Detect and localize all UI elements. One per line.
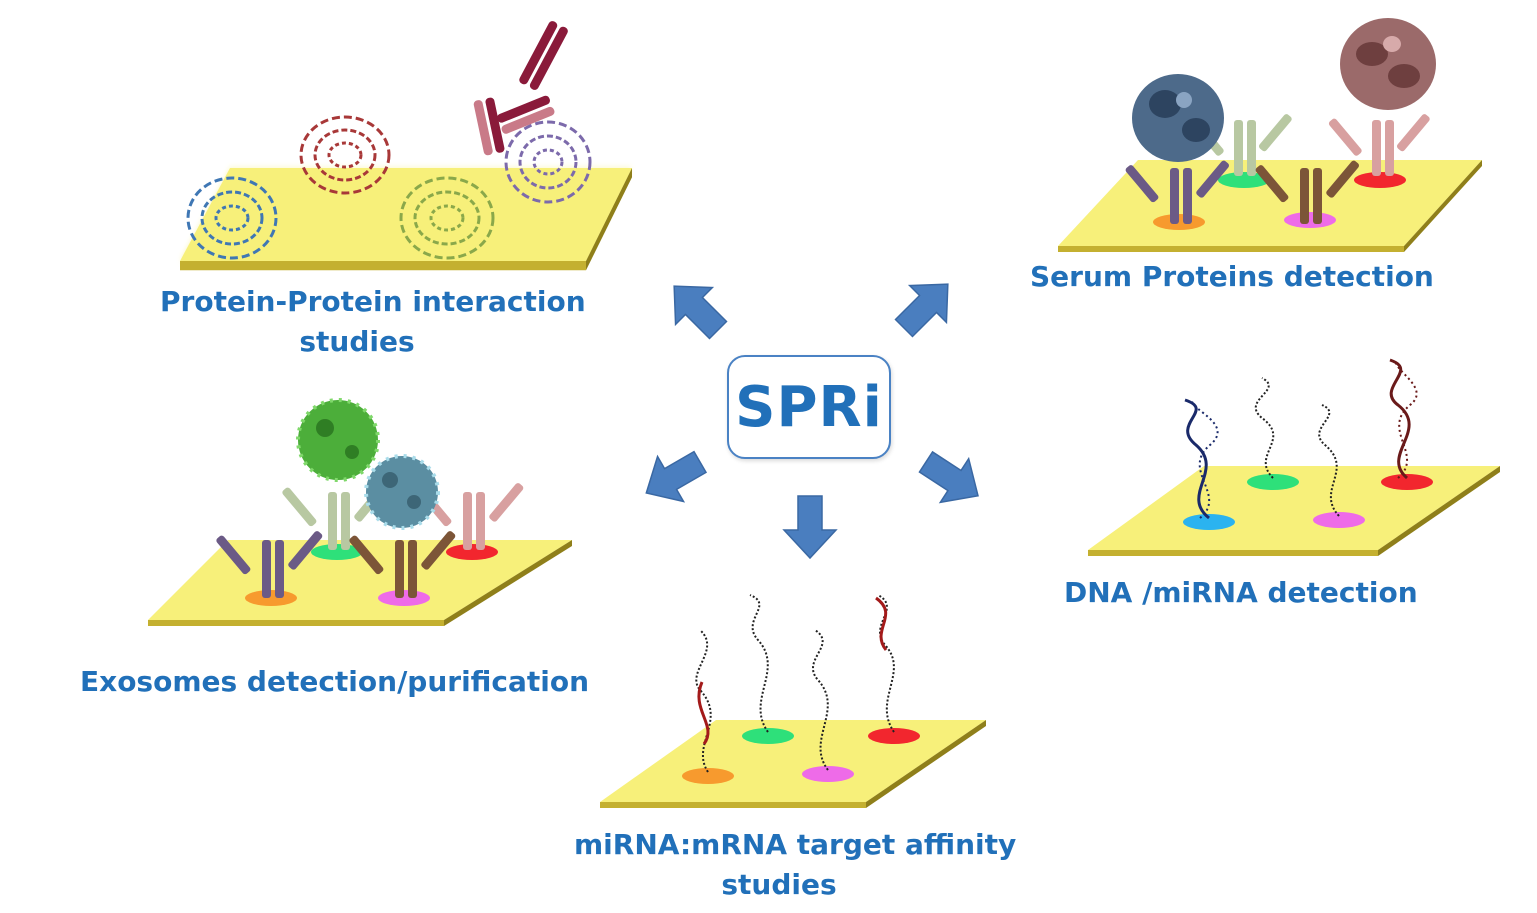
caption-mirna-mrna: miRNA:mRNA target affinity studies xyxy=(574,825,1017,905)
mirna-spot-magenta xyxy=(802,766,854,782)
protein-chip xyxy=(180,168,632,271)
spri-center-box: SPRi xyxy=(727,355,891,459)
caption-serum-proteins: Serum Proteins detection xyxy=(1030,260,1434,293)
mirna-spot-green xyxy=(742,728,794,744)
protein-chip-illustration xyxy=(180,21,632,271)
serum-antibody-purple xyxy=(1125,160,1229,224)
mirna-strand-1 xyxy=(695,629,712,773)
arrow-up-right xyxy=(884,265,967,348)
caption-mirna-line1: miRNA:mRNA target affinity xyxy=(574,828,1017,861)
serum-spot-magenta xyxy=(1284,212,1336,228)
protein-blue xyxy=(186,176,278,260)
dna-spot-magenta xyxy=(1313,512,1365,528)
caption-protein-interaction: Protein-Protein interaction studies xyxy=(160,282,586,362)
dna-spot-green xyxy=(1247,474,1299,490)
caption-protein-line1: Protein-Protein interaction xyxy=(160,285,586,318)
serum-protein-blue xyxy=(1132,74,1224,162)
caption-mirna-line2: studies xyxy=(721,868,837,901)
spri-label: SPRi xyxy=(735,374,883,440)
dna-spot-red xyxy=(1381,474,1433,490)
mirna-chip xyxy=(600,720,986,808)
arrow-down-right xyxy=(911,439,993,519)
serum-antibody-brown xyxy=(1255,160,1359,224)
dna-strand-black-1 xyxy=(1254,377,1275,479)
arrow-down-left xyxy=(632,438,714,517)
dna-strand-black-2 xyxy=(1318,404,1340,517)
serum-chip xyxy=(1058,160,1482,252)
caption-protein-line2: studies xyxy=(299,325,415,358)
caption-exosomes: Exosomes detection/purification xyxy=(80,665,590,698)
serum-spot-red xyxy=(1354,172,1406,188)
exosome-chip-illustration xyxy=(148,398,572,626)
mirna-strand-3 xyxy=(811,629,829,771)
mirna-spot-orange xyxy=(682,768,734,784)
mirna-strand-1-red xyxy=(697,681,710,745)
serum-protein-rose xyxy=(1340,18,1436,110)
arrow-down xyxy=(783,495,837,559)
exosome-teal xyxy=(364,454,440,530)
mirna-strand-2 xyxy=(749,594,769,733)
mirna-chip-illustration xyxy=(600,594,986,808)
mirna-spot-red xyxy=(868,728,920,744)
antibody-maroon xyxy=(473,21,568,156)
dna-strand-maroon-2 xyxy=(1394,359,1418,479)
serum-antibody-pink xyxy=(1328,114,1430,176)
exosome-antibody-brown xyxy=(349,531,456,598)
exosome-spot-red xyxy=(446,544,498,560)
exosome-green xyxy=(296,398,380,482)
caption-dna-mirna: DNA /miRNA detection xyxy=(1064,576,1418,609)
protein-purple xyxy=(504,120,592,204)
protein-red xyxy=(299,115,391,195)
dna-strand-navy-2 xyxy=(1191,399,1219,519)
exosome-spot-green xyxy=(311,544,363,560)
arrow-up-left xyxy=(655,267,738,350)
serum-spot-green xyxy=(1218,172,1270,188)
serum-chip-illustration xyxy=(1058,18,1482,252)
dna-strand-navy xyxy=(1184,398,1210,520)
dna-chip-illustration xyxy=(1088,358,1500,556)
exosome-antibody-purple xyxy=(216,531,323,598)
mirna-strand-4-red xyxy=(875,596,888,651)
dna-strand-maroon xyxy=(1389,358,1411,480)
protein-green xyxy=(399,176,495,260)
dna-spot-blue xyxy=(1183,514,1235,530)
